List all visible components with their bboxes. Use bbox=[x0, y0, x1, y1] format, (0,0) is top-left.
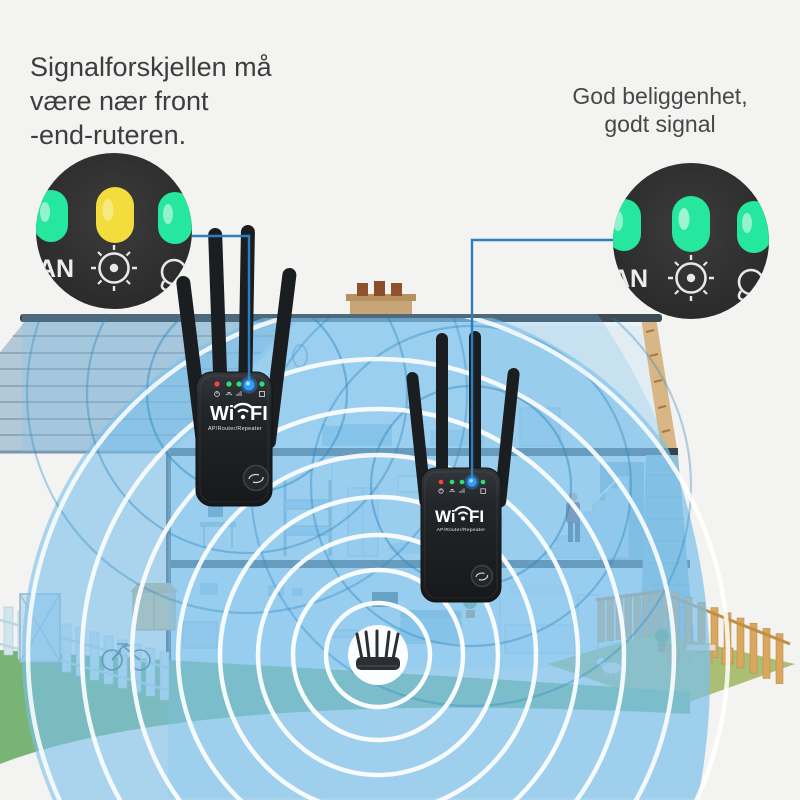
wifi-icon bbox=[449, 489, 456, 493]
wps-button bbox=[470, 564, 494, 588]
wps-target-icon bbox=[91, 245, 137, 291]
brand-text-left: Wi bbox=[210, 403, 234, 425]
brand-text-left: Wi bbox=[435, 507, 456, 526]
antenna-outer-right bbox=[494, 367, 520, 508]
wifi-repeater-right: Wi FI AP/Router/Repeater bbox=[406, 331, 520, 603]
wps-button bbox=[242, 464, 270, 492]
wifi-arcs-icon bbox=[233, 402, 253, 409]
status-led-row bbox=[438, 479, 486, 494]
caption-left-line3: -end-ruteren. bbox=[30, 120, 187, 151]
brick-gable-edge bbox=[641, 318, 678, 455]
antenna-inner-left bbox=[436, 333, 448, 473]
wps-icon bbox=[248, 473, 264, 484]
router bbox=[355, 629, 400, 670]
status-led-row bbox=[214, 381, 265, 397]
caption-left: Signalforskjellen må være nær front -end… bbox=[30, 50, 272, 152]
highlighted-led-left bbox=[240, 376, 258, 394]
router-signal-rings bbox=[25, 318, 731, 800]
lan-port-icon bbox=[480, 488, 486, 494]
connector-line-left bbox=[192, 234, 251, 381]
lan-led bbox=[480, 479, 486, 485]
signal-bars-icon bbox=[459, 488, 465, 493]
status-led-green bbox=[36, 190, 68, 242]
wifi-logo: Wi FI AP/Router/Repeater bbox=[435, 505, 486, 533]
wifi-logo: Wi FI AP/Router/Repeater bbox=[208, 402, 268, 432]
wps-target-icon bbox=[668, 255, 714, 301]
antenna-inner-left bbox=[208, 227, 227, 380]
device-subtitle: AP/Router/Repeater bbox=[437, 527, 486, 533]
led-inset-left: AN bbox=[36, 153, 192, 309]
wifi-led bbox=[226, 381, 232, 387]
signal-bars-icon bbox=[236, 391, 242, 396]
caption-right-line1: God beliggenhet, bbox=[572, 83, 748, 109]
led-icon-row bbox=[438, 488, 486, 494]
led-icon-row bbox=[214, 391, 265, 397]
lan-port-icon bbox=[259, 391, 265, 397]
wps-icon bbox=[475, 572, 489, 581]
caption-left-line2: være nær front bbox=[30, 86, 209, 117]
antenna-inner-right bbox=[238, 224, 255, 379]
caption-left-line1: Signalforskjellen må bbox=[30, 52, 272, 82]
connector-line-right bbox=[470, 238, 613, 478]
highlighted-led-right bbox=[464, 474, 480, 490]
status-led-green bbox=[672, 196, 710, 252]
caption-right: God beliggenhet, godt signal bbox=[535, 82, 785, 138]
wifi-repeater-left: Wi FI AP/Router/Repeater bbox=[176, 224, 297, 507]
signal-led bbox=[236, 381, 242, 387]
power-led bbox=[438, 479, 444, 485]
wifi-led bbox=[449, 479, 455, 485]
led-inset-right: AN bbox=[613, 163, 769, 319]
signal-led bbox=[459, 479, 465, 485]
brand-text-right: FI bbox=[250, 403, 268, 425]
wifi-icon bbox=[225, 392, 233, 396]
brand-text-right: FI bbox=[469, 507, 484, 526]
caption-right-line2: godt signal bbox=[604, 111, 716, 138]
status-led-yellow bbox=[96, 187, 134, 243]
lan-led bbox=[259, 381, 265, 387]
device-subtitle: AP/Router/Repeater bbox=[208, 426, 262, 432]
router-badge bbox=[348, 625, 408, 685]
wifi-arcs-icon bbox=[454, 505, 472, 512]
power-led bbox=[214, 381, 220, 387]
callout-connectors bbox=[192, 234, 613, 490]
